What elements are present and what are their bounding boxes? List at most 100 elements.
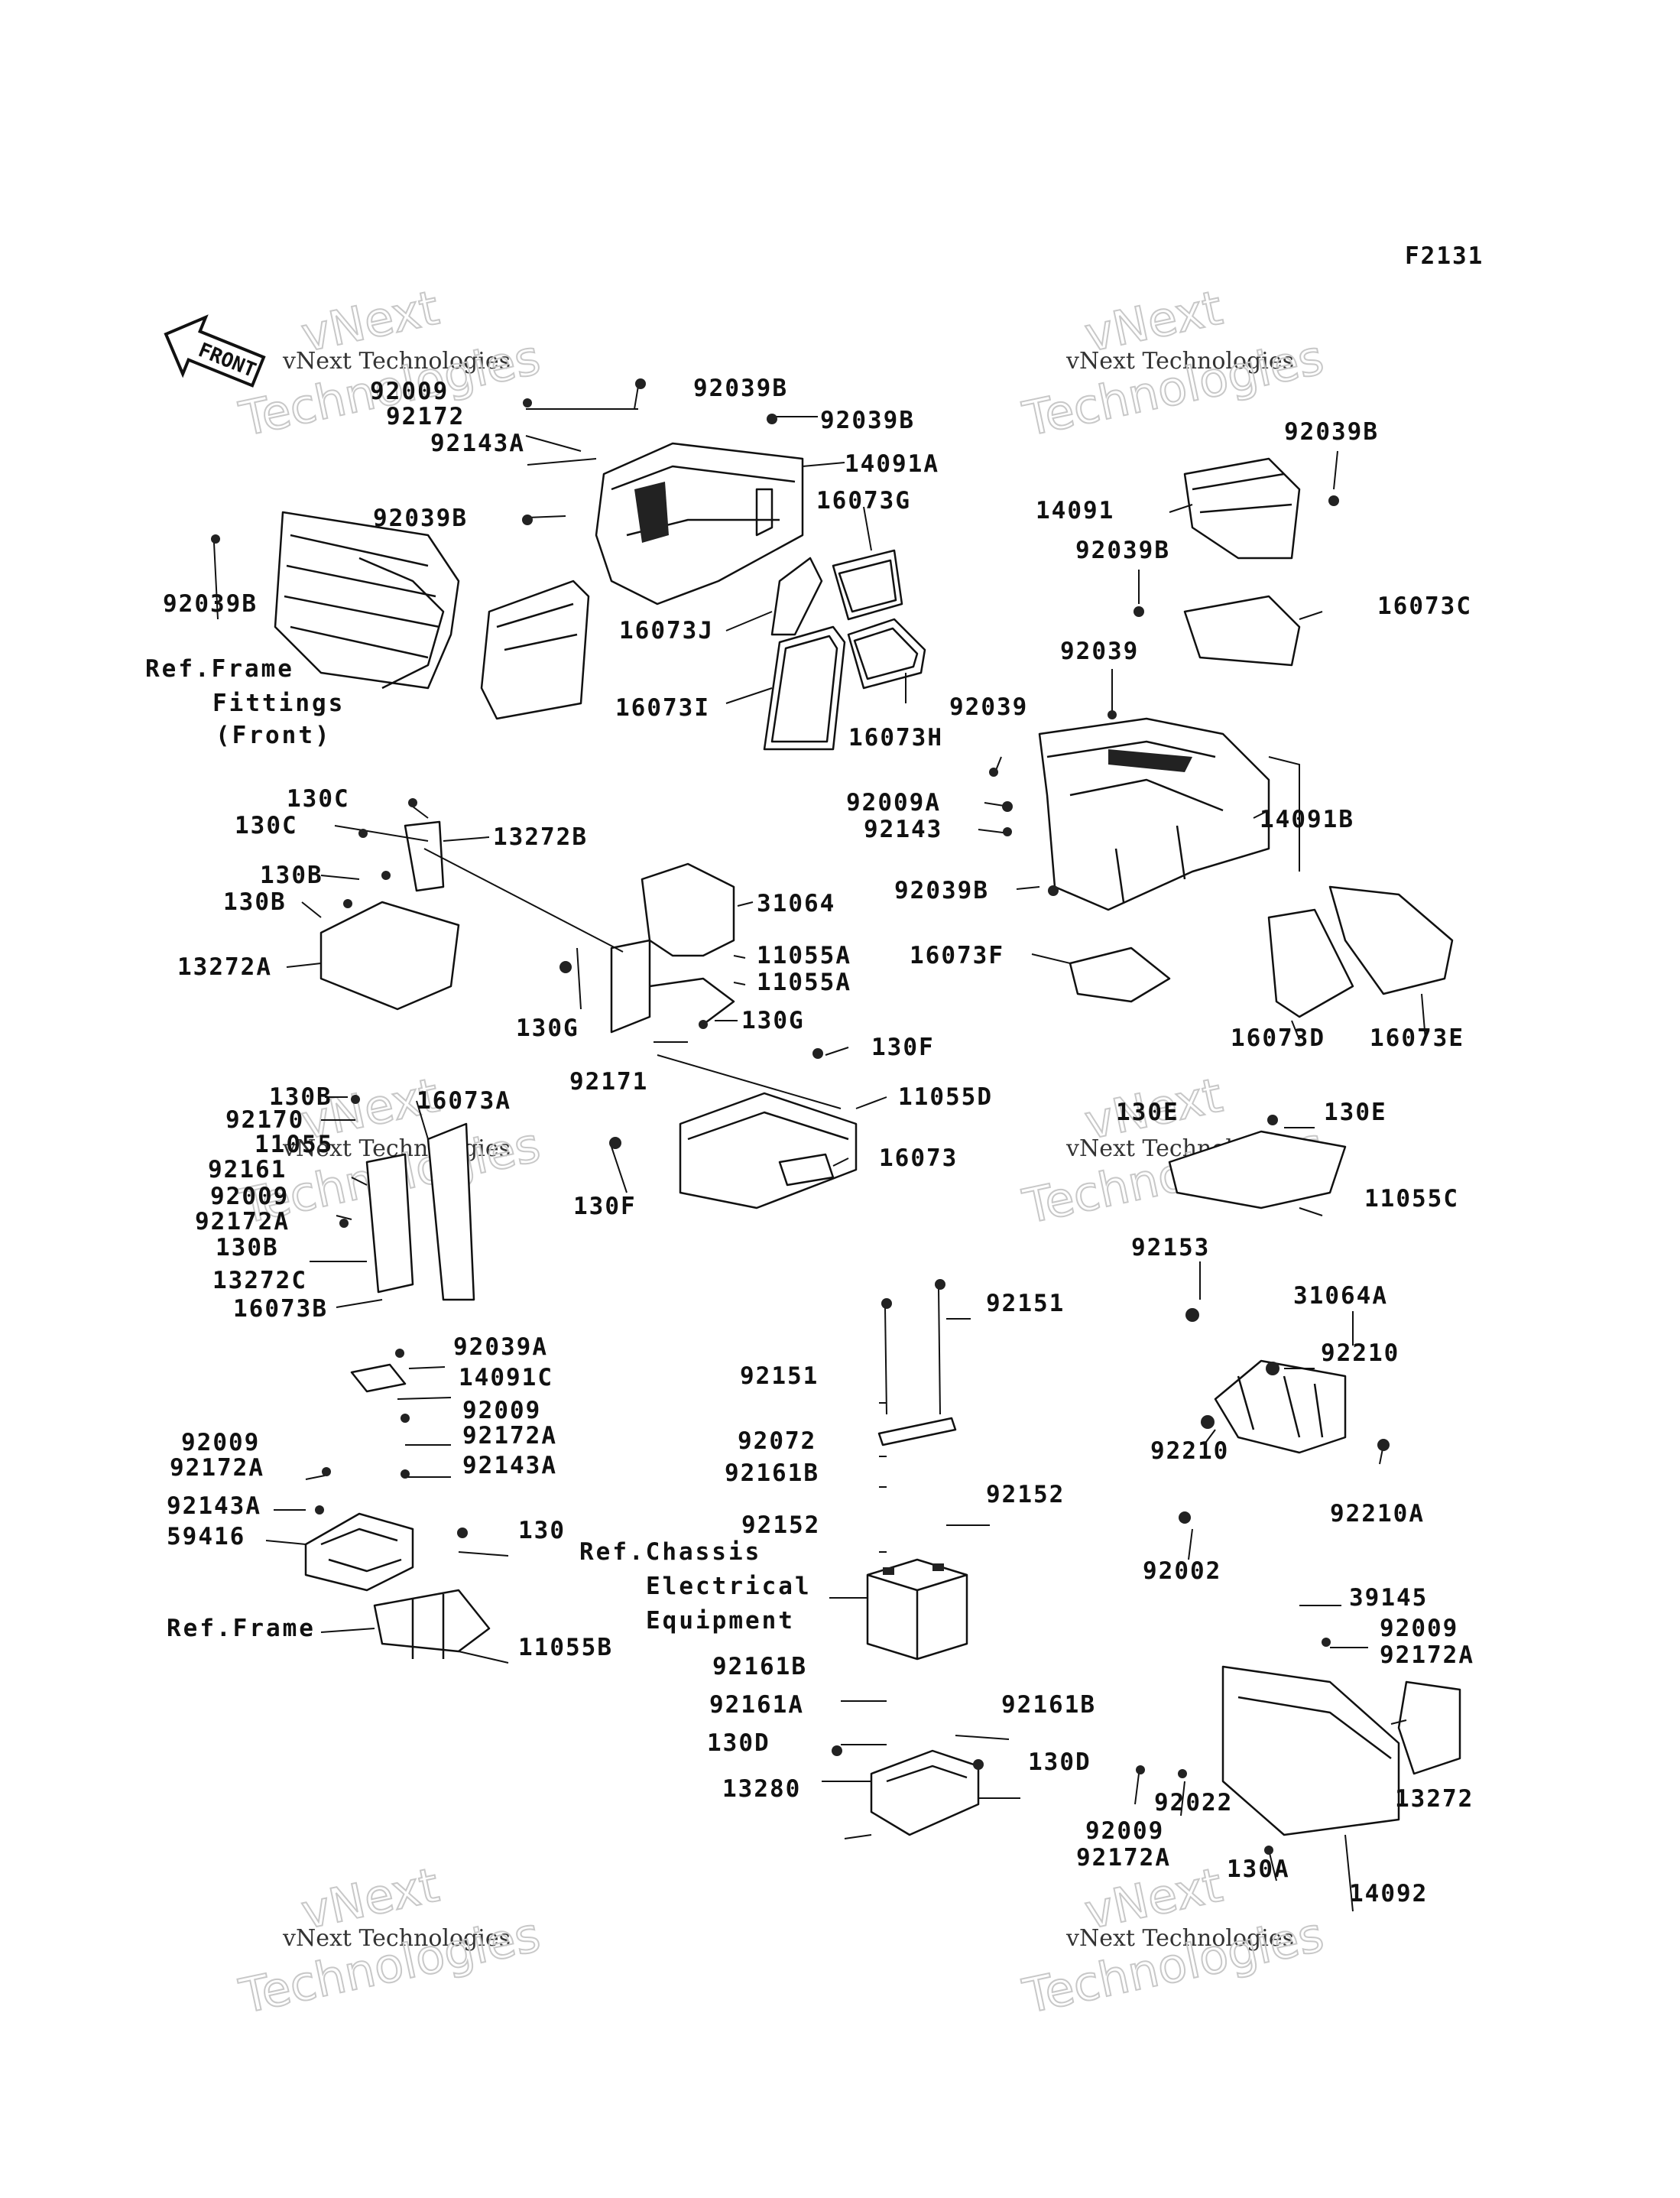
label-92009: 92009 — [370, 378, 449, 405]
mat-16073e — [1328, 885, 1454, 995]
label-31064a: 31064A — [1293, 1282, 1388, 1310]
mat-16073d — [1267, 908, 1354, 1018]
label-13280: 13280 — [722, 1775, 801, 1803]
label-130b: 130B — [260, 862, 323, 889]
label-92172a: 92172A — [1380, 1641, 1474, 1669]
label-16073j: 16073J — [619, 617, 714, 644]
label-13272c: 13272C — [212, 1267, 307, 1294]
label-92161b: 92161B — [1001, 1691, 1096, 1719]
label-92039b: 92039B — [1075, 537, 1170, 564]
label-11055a: 11055A — [757, 942, 851, 969]
ref-chassis-2: Electrical — [646, 1573, 812, 1600]
battery — [866, 1558, 968, 1661]
label-92039b: 92039B — [1284, 418, 1379, 446]
frame-31064a — [1214, 1359, 1347, 1454]
battery-tray-13280 — [870, 1749, 980, 1836]
label-16073c: 16073C — [1377, 593, 1472, 620]
label-16073a: 16073A — [417, 1087, 511, 1115]
label-31064: 31064 — [757, 890, 835, 917]
label-92039b: 92039B — [373, 505, 468, 532]
label-130e: 130E — [1116, 1099, 1179, 1126]
label-92009: 92009 — [181, 1429, 260, 1456]
label-13272b: 13272B — [493, 823, 588, 851]
label-130a: 130A — [1227, 1855, 1290, 1883]
label-92153: 92153 — [1131, 1234, 1210, 1261]
front-arrow-icon: FRONT — [164, 314, 266, 388]
bracket-11055c — [1168, 1130, 1347, 1209]
label-92210a: 92210A — [1330, 1500, 1425, 1528]
svg-text:Technologies: Technologies — [1018, 329, 1328, 446]
svg-text:vNext Technologies: vNext Technologies — [1065, 348, 1294, 375]
label-130c: 130C — [287, 785, 350, 813]
plate-13272a — [319, 901, 460, 1011]
label-130e: 130E — [1324, 1099, 1387, 1126]
mat-16073 — [778, 1153, 835, 1187]
ref-frame-fittings-3: (Front) — [216, 722, 332, 749]
front-cover-14091a — [595, 442, 804, 606]
label-92039: 92039 — [1060, 638, 1139, 665]
label-92009: 92009 — [462, 1397, 541, 1424]
label-16073f: 16073F — [910, 942, 1004, 969]
label-92143a: 92143A — [430, 430, 525, 457]
label-130g: 130G — [516, 1015, 579, 1042]
label-92210: 92210 — [1150, 1437, 1229, 1465]
label-92152: 92152 — [986, 1481, 1065, 1508]
label-92039b: 92039B — [163, 590, 258, 618]
label-130b: 130B — [216, 1234, 279, 1261]
pad-16073c — [1183, 595, 1301, 667]
label-92022: 92022 — [1154, 1789, 1233, 1817]
svg-text:vNext Technologies: vNext Technologies — [282, 348, 511, 375]
label-13272a: 13272A — [177, 953, 272, 981]
fasteners — [211, 378, 1390, 1855]
label-130g: 130G — [741, 1007, 805, 1034]
label-130c: 130C — [235, 812, 298, 839]
mat-16073g — [832, 549, 903, 621]
housing-14091b — [1038, 717, 1270, 911]
label-11055d: 11055D — [898, 1083, 993, 1111]
label-92161a: 92161A — [709, 1691, 804, 1719]
label-130f: 130F — [871, 1034, 935, 1061]
mat-16073j — [770, 557, 823, 636]
label-92161b: 92161B — [712, 1653, 807, 1680]
label-16073g: 16073G — [816, 487, 911, 515]
mat-16073i — [763, 625, 846, 751]
label-92072: 92072 — [738, 1427, 816, 1455]
svg-text:vNext Technologies: vNext Technologies — [282, 1925, 511, 1952]
label-14091b: 14091B — [1260, 806, 1354, 833]
label-92002: 92002 — [1143, 1557, 1221, 1585]
plate-14091c — [350, 1363, 407, 1393]
label-92172: 92172 — [386, 403, 465, 430]
label-16073e: 16073E — [1370, 1024, 1464, 1052]
bracket-13272c — [365, 1153, 414, 1294]
label-92151: 92151 — [740, 1362, 819, 1390]
label-92172a: 92172A — [1076, 1844, 1171, 1872]
label-92039b: 92039B — [693, 375, 788, 402]
label-59416: 59416 — [167, 1523, 245, 1550]
battery-rod-92151-a — [884, 1307, 887, 1415]
label-11055b: 11055B — [518, 1634, 613, 1661]
label-92172a: 92172A — [195, 1208, 290, 1235]
guard-14092 — [1221, 1665, 1400, 1836]
plate-13272 — [1397, 1680, 1461, 1775]
label-92009: 92009 — [210, 1183, 289, 1210]
label-13272: 13272 — [1395, 1785, 1474, 1813]
label-14092: 14092 — [1349, 1880, 1428, 1907]
label-92210: 92210 — [1321, 1339, 1399, 1367]
label-16073d: 16073D — [1231, 1024, 1325, 1052]
label-92039b: 92039B — [820, 407, 915, 434]
label-92039: 92039 — [949, 693, 1028, 721]
watermark-top-right: vNext Technologies vNext Technologies — [1017, 279, 1329, 448]
label-92171: 92171 — [569, 1068, 648, 1096]
label-16073h: 16073H — [848, 724, 943, 752]
watermark-bottom-left: vNext Technologies vNext Technologies — [234, 1856, 546, 2025]
label-92161: 92161 — [208, 1156, 287, 1183]
tray-11055d — [679, 1092, 858, 1209]
svg-text:vNext Technologies: vNext Technologies — [1065, 1925, 1294, 1952]
label-92172a: 92172A — [170, 1454, 264, 1482]
ref-frame-fittings-2: Fittings — [212, 690, 345, 717]
label-14091c: 14091C — [459, 1364, 553, 1391]
label-92161b: 92161B — [725, 1459, 819, 1487]
label-92009: 92009 — [1085, 1817, 1164, 1845]
battery-strap-92072 — [877, 1417, 957, 1446]
frame-bracket-11055b — [373, 1589, 491, 1659]
